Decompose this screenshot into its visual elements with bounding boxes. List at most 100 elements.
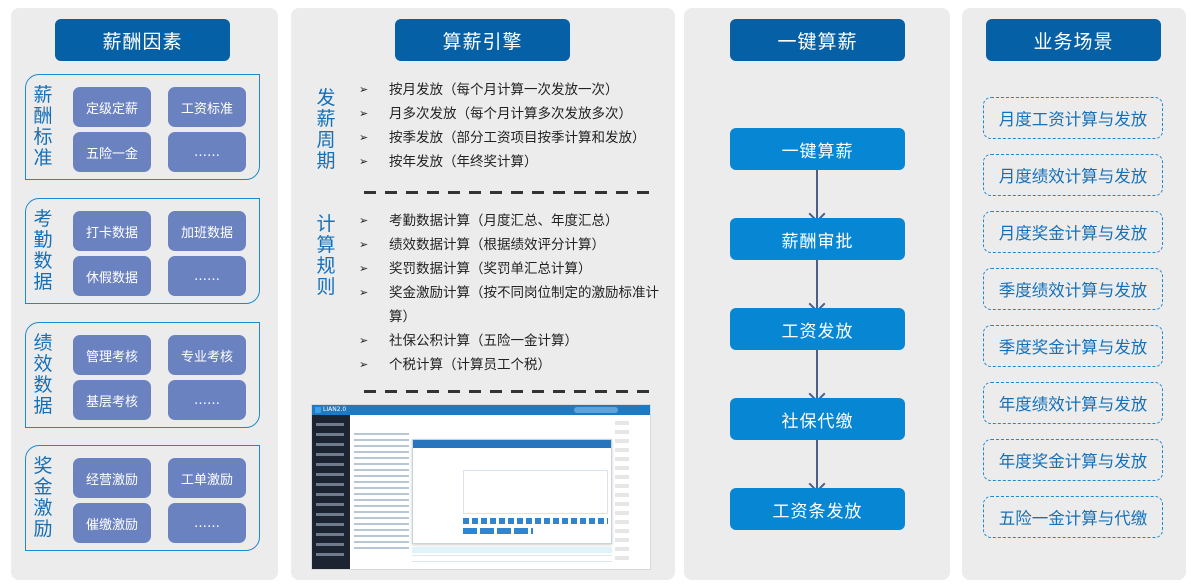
chip-collection-incentive[interactable]: 催缴激励 (73, 503, 151, 543)
calc-rules-label: 计算规则 (316, 213, 336, 298)
screenshot-menu-item (316, 493, 344, 496)
screenshot-dialog (412, 439, 612, 544)
screenshot-row-line (412, 561, 612, 562)
chip-wage-standard[interactable]: 工资标准 (168, 87, 246, 127)
step-one-click-calc[interactable]: 一键算薪 (730, 128, 905, 170)
screenshot-search-box (574, 407, 618, 413)
chip-leave-data[interactable]: 休假数据 (73, 256, 151, 296)
list-item: ➢奖罚数据计算（奖罚单汇总计算） (359, 257, 669, 281)
screenshot-menu-item (316, 503, 344, 506)
screenshot-row-line (412, 555, 612, 556)
list-item: ➢考勤数据计算（月度汇总、年度汇总） (359, 209, 669, 233)
list-item: ➢按季发放（部分工资项目按季计算和发放） (359, 126, 669, 150)
screenshot-menu-item (316, 523, 344, 526)
screenshot-menu-item (316, 553, 344, 556)
one-click-payroll-panel: 一键算薪 一键算薪 薪酬审批 工资发放 社保代缴 工资条发放 (684, 8, 950, 580)
list-item: ➢个税计算（计算员工个税） (359, 353, 669, 377)
pay-cycle-label: 发薪周期 (316, 87, 336, 172)
arrow-bullet-icon: ➢ (359, 131, 369, 144)
screenshot-topbar: LIAN2.0 (312, 405, 650, 415)
screenshot-menu-item (316, 513, 344, 516)
salary-engine-panel: 算薪引擎 发薪周期 ➢按月发放（每个月计算一次发放一次） ➢月多次发放（每个月计… (291, 8, 675, 580)
chip-grade-salary[interactable]: 定级定薪 (73, 87, 151, 127)
flow-arrow (808, 170, 826, 223)
scenario-item[interactable]: 季度绩效计算与发放 (983, 268, 1163, 310)
chip-social-insurance[interactable]: 五险一金 (73, 132, 151, 172)
arrow-bullet-icon: ➢ (359, 334, 369, 347)
chip-more[interactable]: …… (168, 256, 246, 296)
group-attendance-data: 考勤数据 打卡数据 加班数据 休假数据 …… (25, 198, 260, 304)
flow-arrow (808, 350, 826, 403)
screenshot-checkbox-column (615, 421, 629, 561)
chip-overtime-data[interactable]: 加班数据 (168, 211, 246, 251)
arrow-bullet-icon: ➢ (359, 214, 369, 227)
arrow-bullet-icon: ➢ (359, 238, 369, 251)
scenario-item[interactable]: 月度工资计算与发放 (983, 97, 1163, 139)
scenario-item[interactable]: 月度绩效计算与发放 (983, 154, 1163, 196)
group-label: 考勤数据 (33, 208, 53, 293)
flow-arrow (808, 260, 826, 313)
screenshot-menu-item (316, 453, 344, 456)
arrow-bullet-icon: ➢ (359, 358, 369, 371)
step-salary-approval[interactable]: 薪酬审批 (730, 218, 905, 260)
arrow-bullet-icon: ➢ (359, 83, 369, 96)
arrow-bullet-icon: ➢ (359, 286, 369, 299)
dashed-divider (364, 191, 649, 194)
list-item: ➢绩效数据计算（根据绩效评分计算） (359, 233, 669, 257)
list-item: ➢按月发放（每个月计算一次发放一次） (359, 78, 669, 102)
arrow-bullet-icon: ➢ (359, 155, 369, 168)
screenshot-menu-item (316, 443, 344, 446)
chip-work-order-incentive[interactable]: 工单激励 (168, 458, 246, 498)
screenshot-menu-item (316, 433, 344, 436)
group-performance-data: 绩效数据 管理考核 专业考核 基层考核 …… (25, 322, 260, 428)
screenshot-button-row (463, 518, 608, 524)
software-screenshot: LIAN2.0 (311, 404, 651, 570)
screenshot-menu-item (316, 543, 344, 546)
chip-professional-review[interactable]: 专业考核 (168, 335, 246, 375)
group-salary-standard: 薪酬标准 定级定薪 工资标准 五险一金 …… (25, 74, 260, 180)
step-payslip[interactable]: 工资条发放 (730, 488, 905, 530)
screenshot-menu-item (316, 533, 344, 536)
scenario-item[interactable]: 年度奖金计算与发放 (983, 439, 1163, 481)
screenshot-highlight-row (412, 547, 612, 553)
screenshot-formula-area (463, 470, 608, 514)
dashed-divider (364, 390, 649, 393)
chip-more[interactable]: …… (168, 132, 246, 172)
chip-grassroots-review[interactable]: 基层考核 (73, 380, 151, 420)
screenshot-button-row (463, 528, 533, 534)
screenshot-menu-item (316, 473, 344, 476)
scenario-item[interactable]: 月度奖金计算与发放 (983, 211, 1163, 253)
arrow-bullet-icon: ➢ (359, 107, 369, 120)
pay-cycle-list: ➢按月发放（每个月计算一次发放一次） ➢月多次发放（每个月计算多次发放多次） ➢… (359, 78, 669, 174)
arrow-bullet-icon: ➢ (359, 262, 369, 275)
one-click-header: 一键算薪 (730, 19, 905, 61)
salary-factors-panel: 薪酬因素 薪酬标准 定级定薪 工资标准 五险一金 …… 考勤数据 打卡数据 加班… (11, 8, 278, 580)
screenshot-brand: LIAN2.0 (315, 406, 346, 414)
logo-icon (315, 406, 321, 413)
scenario-item[interactable]: 季度奖金计算与发放 (983, 325, 1163, 367)
group-label: 绩效数据 (33, 332, 53, 417)
screenshot-menu-item (316, 483, 344, 486)
step-social-security[interactable]: 社保代缴 (730, 398, 905, 440)
chip-management-review[interactable]: 管理考核 (73, 335, 151, 375)
chip-clock-in-data[interactable]: 打卡数据 (73, 211, 151, 251)
chip-more[interactable]: …… (168, 503, 246, 543)
chip-more[interactable]: …… (168, 380, 246, 420)
screenshot-dialog-title (413, 440, 611, 448)
salary-engine-header: 算薪引擎 (395, 19, 570, 61)
screenshot-menu-item (316, 423, 344, 426)
screenshot-sidebar (312, 405, 350, 569)
business-scenarios-panel: 业务场景 月度工资计算与发放 月度绩效计算与发放 月度奖金计算与发放 季度绩效计… (962, 8, 1186, 580)
calc-rules-list: ➢考勤数据计算（月度汇总、年度汇总） ➢绩效数据计算（根据绩效评分计算） ➢奖罚… (359, 209, 669, 377)
list-item: ➢按年发放（年终奖计算） (359, 150, 669, 174)
chip-operation-incentive[interactable]: 经营激励 (73, 458, 151, 498)
list-item: ➢社保公积计算（五险一金计算） (359, 329, 669, 353)
scenario-item[interactable]: 五险一金计算与代缴 (983, 496, 1163, 538)
salary-factors-header: 薪酬因素 (55, 19, 230, 61)
group-label: 薪酬标准 (33, 84, 53, 169)
screenshot-menu-item (316, 463, 344, 466)
scenario-item[interactable]: 年度绩效计算与发放 (983, 382, 1163, 424)
group-label: 奖金激励 (33, 455, 53, 540)
step-wage-payment[interactable]: 工资发放 (730, 308, 905, 350)
flow-arrow (808, 440, 826, 493)
